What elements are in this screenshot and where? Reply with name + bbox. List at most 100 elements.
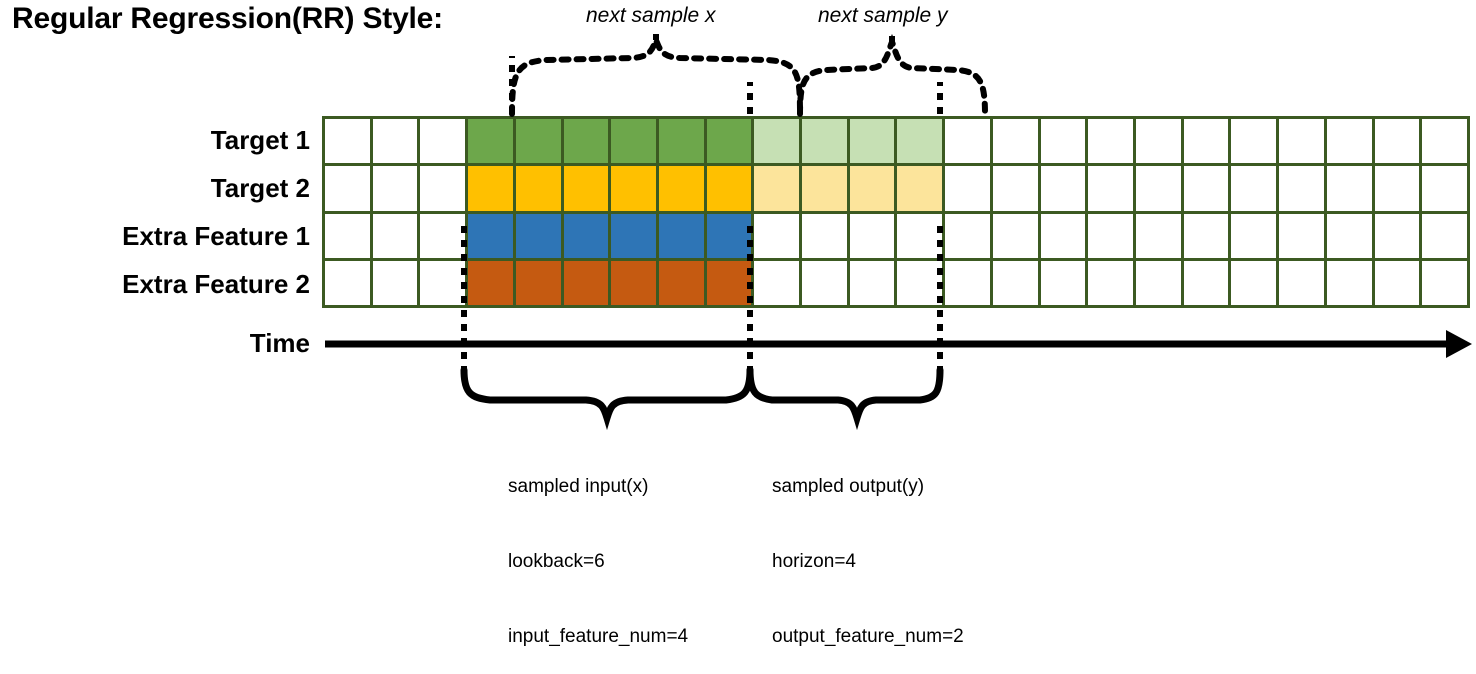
- grid-cell-r3-c1: [372, 260, 418, 305]
- grid-cell-r2-c11: [849, 213, 895, 258]
- grid-cell-r0-c19: [1231, 119, 1277, 164]
- grid-cell-r1-c10: [802, 166, 847, 211]
- grid-cell-r1-c9: [754, 166, 800, 211]
- grid-cell-r0-c10: [802, 119, 847, 164]
- grid-cell-r2-c19: [1231, 213, 1277, 258]
- grid-cell-r2-c0: [325, 213, 370, 258]
- grid-cell-r1-c6: [611, 166, 656, 211]
- grid-cell-r0-c21: [1326, 119, 1372, 164]
- grid-cell-r2-c15: [1040, 213, 1086, 258]
- caption-output-line3: output_feature_num=2: [772, 626, 964, 647]
- row-label-target-2: Target 2: [210, 173, 310, 203]
- grid-cell-r1-c17: [1136, 166, 1181, 211]
- grid-cell-r3-c11: [849, 260, 895, 305]
- timeseries-grid: [322, 116, 1470, 308]
- grid-cell-r1-c12: [897, 166, 943, 211]
- grid-cell-r2-c13: [945, 213, 990, 258]
- grid-cell-r1-c2: [420, 166, 466, 211]
- grid-cell-r2-c20: [1279, 213, 1324, 258]
- grid-cell-r1-c7: [658, 166, 704, 211]
- time-axis-label: Time: [249, 328, 310, 358]
- grid-cell-r1-c13: [945, 166, 990, 211]
- grid-cell-r3-c23: [1422, 260, 1467, 305]
- grid-cell-r2-c1: [372, 213, 418, 258]
- grid-cell-r1-c21: [1326, 166, 1372, 211]
- grid-cell-r0-c5: [563, 119, 609, 164]
- grid-cell-r2-c5: [563, 213, 609, 258]
- grid-cell-r2-c17: [1136, 213, 1181, 258]
- grid-cell-r3-c7: [658, 260, 704, 305]
- grid-cell-r3-c21: [1326, 260, 1372, 305]
- caption-sampled-input: sampled input(x) lookback=6 input_featur…: [508, 424, 688, 674]
- grid-cell-r1-c16: [1088, 166, 1134, 211]
- grid-cell-r1-c3: [468, 166, 513, 211]
- grid-cell-r2-c10: [802, 213, 847, 258]
- caption-output-line1: sampled output(y): [772, 476, 925, 497]
- grid-cell-r0-c2: [420, 119, 466, 164]
- caption-sampled-output: sampled output(y) horizon=4 output_featu…: [772, 424, 964, 674]
- row-label-extra-feature-1: Extra Feature 1: [122, 221, 310, 251]
- grid-cell-r1-c8: [706, 166, 752, 211]
- grid-cell-r3-c20: [1279, 260, 1324, 305]
- grid-cell-r0-c7: [658, 119, 704, 164]
- grid-cell-r2-c14: [992, 213, 1038, 258]
- grid-cell-r1-c15: [1040, 166, 1086, 211]
- grid-cell-r0-c16: [1088, 119, 1134, 164]
- grid-cell-r2-c12: [897, 213, 943, 258]
- grid-cell-r3-c16: [1088, 260, 1134, 305]
- grid-cell-r2-c2: [420, 213, 466, 258]
- grid-cell-r3-c6: [611, 260, 656, 305]
- grid-cell-r0-c8: [706, 119, 752, 164]
- grid-cell-r0-c14: [992, 119, 1038, 164]
- row-label-extra-feature-2: Extra Feature 2: [122, 269, 310, 299]
- grid-cell-r3-c13: [945, 260, 990, 305]
- grid-cell-r0-c11: [849, 119, 895, 164]
- annotation-next-sample-x: next sample x: [586, 4, 716, 27]
- grid-cell-r2-c18: [1183, 213, 1229, 258]
- grid-cell-r1-c5: [563, 166, 609, 211]
- brace-next-sample-x: [509, 31, 803, 117]
- grid-cell-r0-c13: [945, 119, 990, 164]
- grid-cell-r2-c4: [515, 213, 561, 258]
- brace-sampled-input: [460, 366, 754, 431]
- grid-cell-r0-c17: [1136, 119, 1181, 164]
- grid-cell-r0-c12: [897, 119, 943, 164]
- grid-cell-r2-c22: [1374, 213, 1420, 258]
- grid-cell-r2-c9: [754, 213, 800, 258]
- grid-cell-r0-c4: [515, 119, 561, 164]
- grid-cell-r0-c0: [325, 119, 370, 164]
- caption-input-line2: lookback=6: [508, 551, 605, 572]
- grid-cell-r3-c22: [1374, 260, 1420, 305]
- row-label-target-1: Target 1: [210, 125, 310, 155]
- grid-cell-r3-c17: [1136, 260, 1181, 305]
- grid-cell-r1-c19: [1231, 166, 1277, 211]
- brace-next-sample-y: [797, 33, 988, 117]
- grid-cell-r0-c15: [1040, 119, 1086, 164]
- grid-cell-r3-c3: [468, 260, 513, 305]
- grid-cell-r0-c23: [1422, 119, 1467, 164]
- grid-cell-r3-c9: [754, 260, 800, 305]
- grid-cell-r1-c11: [849, 166, 895, 211]
- caption-input-line3: input_feature_num=4: [508, 626, 689, 647]
- grid-cell-r3-c18: [1183, 260, 1229, 305]
- caption-output-line2: horizon=4: [772, 551, 856, 572]
- grid-cell-r0-c1: [372, 119, 418, 164]
- grid-cell-r0-c3: [468, 119, 513, 164]
- grid-cell-r1-c23: [1422, 166, 1467, 211]
- caption-input-line1: sampled input(x): [508, 476, 649, 497]
- grid-cell-r1-c4: [515, 166, 561, 211]
- grid-cell-r1-c18: [1183, 166, 1229, 211]
- grid-cell-r0-c22: [1374, 119, 1420, 164]
- grid-cell-r1-c22: [1374, 166, 1420, 211]
- grid-cell-r3-c15: [1040, 260, 1086, 305]
- grid-cell-r1-c20: [1279, 166, 1324, 211]
- grid-cell-r3-c14: [992, 260, 1038, 305]
- grid-cell-r2-c16: [1088, 213, 1134, 258]
- grid-cell-r3-c0: [325, 260, 370, 305]
- grid-cell-r2-c23: [1422, 213, 1467, 258]
- annotation-next-sample-y: next sample y: [818, 4, 948, 27]
- grid-cell-r3-c5: [563, 260, 609, 305]
- grid-cell-r3-c2: [420, 260, 466, 305]
- grid-cell-r0-c20: [1279, 119, 1324, 164]
- grid-cell-r1-c14: [992, 166, 1038, 211]
